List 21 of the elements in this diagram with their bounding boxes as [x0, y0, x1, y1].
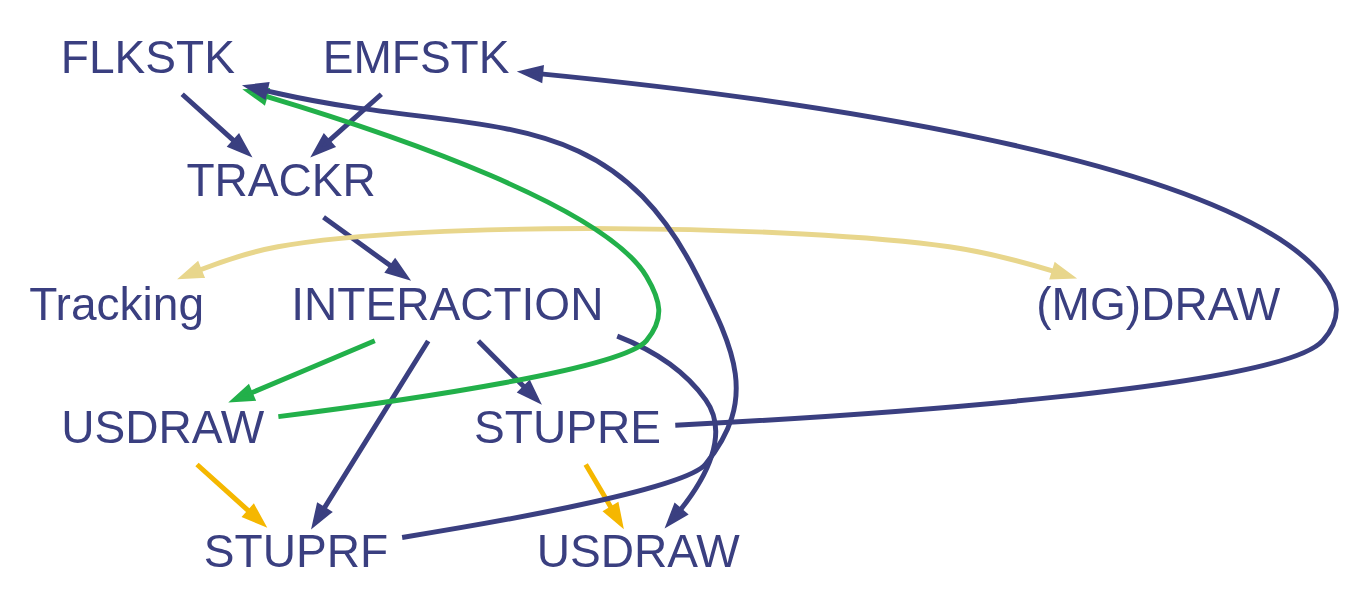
node-text: Tracking	[29, 277, 205, 330]
arrow	[616, 333, 719, 529]
node-text: USDRAW	[536, 524, 740, 577]
node-text: FLKSTK	[60, 30, 235, 83]
arrow	[180, 91, 253, 158]
arrow	[311, 339, 431, 529]
node-text: INTERACTION	[291, 277, 604, 330]
arrow	[310, 91, 383, 158]
arrow	[322, 214, 412, 281]
node-text: STUPRF	[203, 524, 389, 577]
node-text: (MG)DRAW	[1036, 277, 1281, 330]
arrow	[583, 462, 624, 529]
arrow	[476, 338, 542, 405]
arrow	[228, 338, 376, 403]
node-text: USDRAW	[61, 400, 265, 453]
arrow	[177, 225, 1078, 279]
node-text: EMFSTK	[322, 30, 510, 83]
arrow	[516, 64, 1339, 428]
arrow	[195, 462, 268, 528]
node-text: STUPRE	[474, 400, 661, 453]
node-text: TRACKR	[186, 153, 376, 206]
